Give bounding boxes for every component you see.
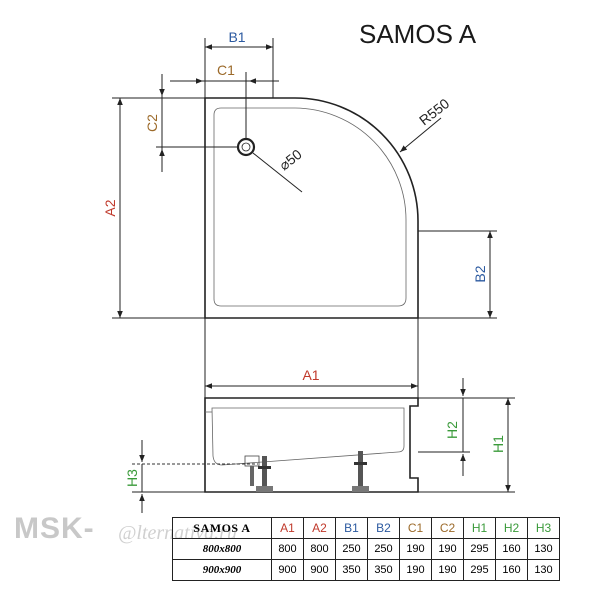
dim-h3 [132,440,258,513]
cell: 190 [399,559,432,581]
cell: 350 [367,559,400,581]
watermark-brand: MSK- [14,512,95,545]
dim-b1 [204,38,274,98]
label-c1: C1 [217,62,235,78]
drain-hole-inner [241,142,251,152]
tray-outline [204,97,419,319]
label-c2: C2 [144,114,160,132]
row-size: 800x800 [172,538,272,560]
label-diameter: ⌀50 [276,146,305,174]
label-h1: H1 [490,435,506,453]
table-row: 900x900 900 900 350 350 190 190 295 160 … [172,559,560,581]
dim-b2 [418,230,497,319]
col-h1: H1 [463,517,496,539]
cell: 900 [303,559,336,581]
col-a2: A2 [303,517,336,539]
tray-inner-outline [213,107,407,307]
dim-a2 [112,97,205,319]
cell: 160 [495,538,528,560]
dim-a1 [204,318,419,398]
side-view [204,397,419,493]
cell: 160 [495,559,528,581]
col-h2: H2 [495,517,528,539]
dim-h1 [418,397,515,493]
cell: 250 [367,538,400,560]
cell: 190 [431,559,464,581]
cell: 295 [463,559,496,581]
label-h3: H3 [124,469,140,487]
dim-c1 [170,72,279,139]
cell: 130 [527,559,560,581]
col-h3: H3 [527,517,560,539]
cell: 350 [335,559,368,581]
label-b1: B1 [228,29,245,45]
row-size: 900x900 [172,559,272,581]
cell: 190 [399,538,432,560]
cell: 250 [335,538,368,560]
col-b1: B1 [335,517,368,539]
leg-right [352,451,369,492]
cell: 190 [431,538,464,560]
tray-side-outline [204,397,419,493]
table-model-name: SAMOS A [172,517,272,539]
col-a1: A1 [271,517,304,539]
diameter-leader [252,152,303,193]
top-view [204,97,419,319]
label-h2: H2 [444,421,460,439]
tray-basin-profile [211,407,405,466]
col-c1: C1 [399,517,432,539]
dim-c2 [156,74,238,172]
cell: 800 [303,538,336,560]
cell: 800 [271,538,304,560]
label-b2: B2 [472,265,488,282]
dimensions-table: SAMOS A A1 A2 B1 B2 C1 C2 H1 H2 H3 800x8… [172,517,560,581]
diagram-title: SAMOS A [359,19,477,49]
cell: 900 [271,559,304,581]
cell: 130 [527,538,560,560]
table-header-row: SAMOS A A1 A2 B1 B2 C1 C2 H1 H2 H3 [172,517,560,539]
label-a1: A1 [302,367,319,383]
col-b2: B2 [367,517,400,539]
dim-radius [399,117,442,153]
col-c2: C2 [431,517,464,539]
label-a2: A2 [102,199,118,216]
table-row: 800x800 800 800 250 250 190 190 295 160 … [172,538,560,560]
drain-outlet [244,455,260,486]
leg-left [256,456,273,492]
cell: 295 [463,538,496,560]
